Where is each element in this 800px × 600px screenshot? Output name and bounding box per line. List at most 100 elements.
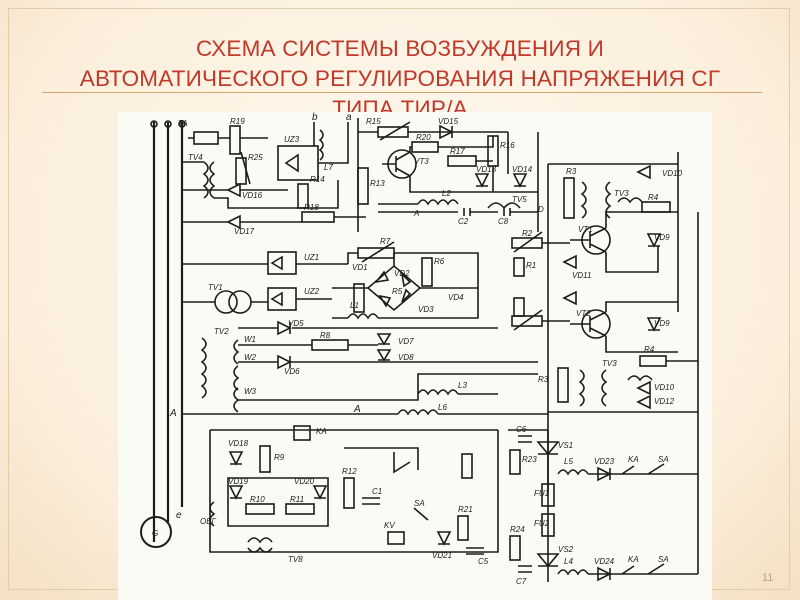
wire [542, 211, 678, 273]
r24-resistor [509, 535, 521, 561]
label-r3-b: R3 [538, 375, 549, 384]
label-r3: R3 [566, 167, 577, 176]
ka-relay [293, 425, 311, 441]
label-vd6: VD6 [284, 367, 300, 376]
r18-resistor [301, 211, 335, 223]
r3-resistor [557, 367, 569, 403]
l2-inductor [417, 199, 459, 206]
c1-capacitor [362, 497, 380, 505]
label-vs2: VS2 [558, 545, 574, 554]
label-sa-2: SA [414, 499, 425, 508]
label-vd20: VD20 [294, 477, 315, 486]
label-vd11: VD11 [572, 271, 591, 280]
tv1-transformer [228, 290, 252, 314]
label-sa: SA [658, 455, 669, 464]
r5-resistor [353, 283, 365, 313]
ka-sa-contacts [588, 563, 698, 575]
diode [270, 255, 283, 271]
label-r25: R25 [248, 153, 263, 162]
label-r4-b: R4 [644, 345, 655, 354]
label-vd16: VD16 [242, 191, 263, 200]
label-vd12: VD12 [654, 397, 675, 406]
l1-inductor [347, 313, 379, 320]
label-l3: L3 [458, 381, 467, 390]
vd19-diode [228, 485, 244, 500]
label-r24: R24 [510, 525, 525, 534]
label-r9: R9 [274, 453, 285, 462]
vd11-diode [562, 254, 577, 270]
wire [507, 132, 539, 232]
label-r15: R15 [366, 117, 381, 126]
wire [548, 212, 699, 413]
label-kv: KV [384, 521, 395, 530]
label-r20: R20 [416, 133, 431, 142]
r1-resistor [513, 257, 525, 277]
vd11-diode [562, 290, 577, 306]
label-vd8: VD8 [398, 353, 414, 362]
r7-slider [361, 241, 395, 263]
label-vd19: VD19 [228, 477, 249, 486]
label-ka: KA [316, 427, 327, 436]
terminal-a: a [346, 112, 352, 123]
l5-inductor [557, 469, 589, 476]
label-vd14: VD14 [512, 165, 533, 174]
wire [357, 118, 508, 232]
vd5-diode [277, 320, 292, 336]
label-vd10-b: VD10 [654, 383, 675, 392]
label-vd17: VD17 [234, 227, 255, 236]
c7-capacitor [518, 565, 532, 573]
label-l1: L1 [350, 301, 359, 310]
label-w3: W3 [244, 387, 257, 396]
terminal-dot [164, 120, 172, 128]
r13-resistor [357, 167, 369, 205]
label-sa-3: SA [658, 555, 669, 564]
l7-inductor [318, 129, 324, 161]
component-labels: TA R19 UZ3 L7 R15 VD15 R20 VT3 R16 R17 T… [152, 117, 683, 586]
label-tv2: TV2 [214, 327, 229, 336]
terminal-e: e [176, 510, 182, 521]
label-vd18: VD18 [228, 439, 249, 448]
fu2-fuse [541, 513, 555, 537]
vs1-thyristor [536, 441, 560, 456]
label-vt3: VT3 [414, 157, 429, 166]
label-uz1: UZ1 [304, 253, 319, 262]
vd21-diode [436, 531, 452, 546]
vd16-diode [226, 182, 241, 198]
vd10-diode [636, 164, 651, 180]
tv4-winding [202, 161, 209, 199]
l6-inductor [397, 409, 439, 416]
label-r1: R1 [526, 261, 536, 270]
vd3-diode [378, 294, 392, 308]
wire [182, 189, 366, 223]
r23-resistor [509, 449, 521, 475]
tv3-winding [601, 369, 608, 407]
tv5-winding [487, 202, 521, 210]
label-tv3-b: TV3 [602, 359, 617, 368]
vd6-diode [277, 354, 292, 370]
terminal-dot [150, 120, 158, 128]
label-vd2: VD2 [394, 269, 410, 278]
label-r2: R2 [522, 229, 533, 238]
label-a: A [413, 209, 419, 218]
title-underline [42, 92, 762, 93]
label-l2: L2 [442, 189, 451, 198]
wire [209, 429, 499, 553]
label-tv5: TV5 [512, 195, 527, 204]
wire [344, 447, 419, 474]
label-vd13: VD13 [476, 165, 497, 174]
label-vd7: VD7 [398, 337, 414, 346]
schematic-image: TA R19 UZ3 L7 R15 VD15 R20 VT3 R16 R17 T… [118, 112, 712, 600]
label-ovg: ОВГ [200, 517, 217, 526]
transformer-winding [580, 181, 587, 219]
vd4-diode [401, 288, 412, 303]
wire [227, 477, 329, 527]
label-l4: L4 [564, 557, 573, 566]
r10-resistor [245, 503, 275, 515]
label-ka-2: KA [628, 455, 639, 464]
resistor [461, 453, 473, 479]
label-vd5: VD5 [288, 319, 304, 328]
ka-sa-contacts [588, 463, 698, 475]
r15-slider [379, 121, 411, 141]
label-vd10: VD10 [662, 169, 683, 178]
vd2-diode [374, 270, 390, 284]
